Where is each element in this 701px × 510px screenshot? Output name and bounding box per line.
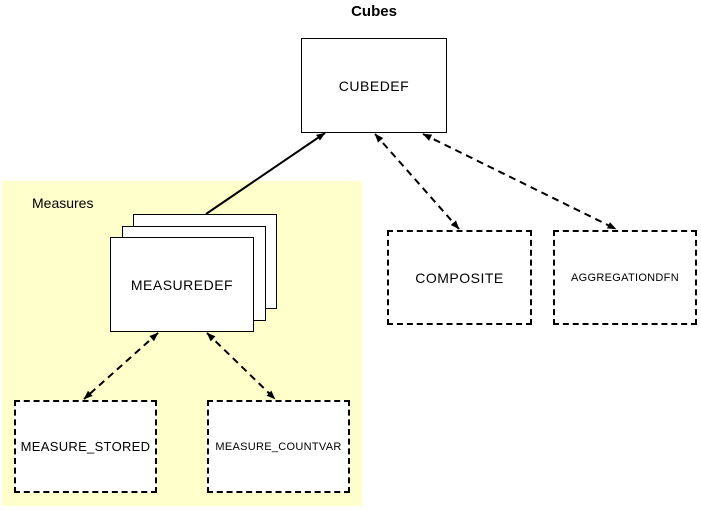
measures-group-label: Measures: [32, 195, 94, 211]
diagram-title: Cubes: [351, 3, 397, 20]
node-aggregationdfn-label: AGGREGATIONDFN: [571, 271, 679, 284]
edge-cubedef-aggregationdfn: [422, 133, 617, 230]
node-measuredef: MEASUREDEF: [110, 237, 254, 332]
node-cubedef-label: CUBEDEF: [338, 77, 410, 94]
edge-cubedef-measuredef: [205, 132, 326, 215]
node-composite-label: COMPOSITE: [415, 269, 504, 286]
node-aggregationdfn: AGGREGATIONDFN: [553, 230, 697, 325]
node-measure-stored-label: MEASURE_STORED: [20, 439, 151, 454]
edge-cubedef-composite: [374, 133, 460, 230]
edge-measuredef-measure-stored: [83, 332, 159, 400]
node-measure-countvar-label: MEASURE_COUNTVAR: [215, 440, 342, 453]
edge-measuredef-measure-countvar: [206, 332, 276, 400]
node-measure-stored: MEASURE_STORED: [14, 400, 157, 493]
node-measuredef-label: MEASUREDEF: [130, 276, 234, 293]
node-cubedef: CUBEDEF: [301, 38, 447, 133]
node-composite: COMPOSITE: [387, 230, 532, 325]
node-measure-countvar: MEASURE_COUNTVAR: [207, 400, 350, 493]
